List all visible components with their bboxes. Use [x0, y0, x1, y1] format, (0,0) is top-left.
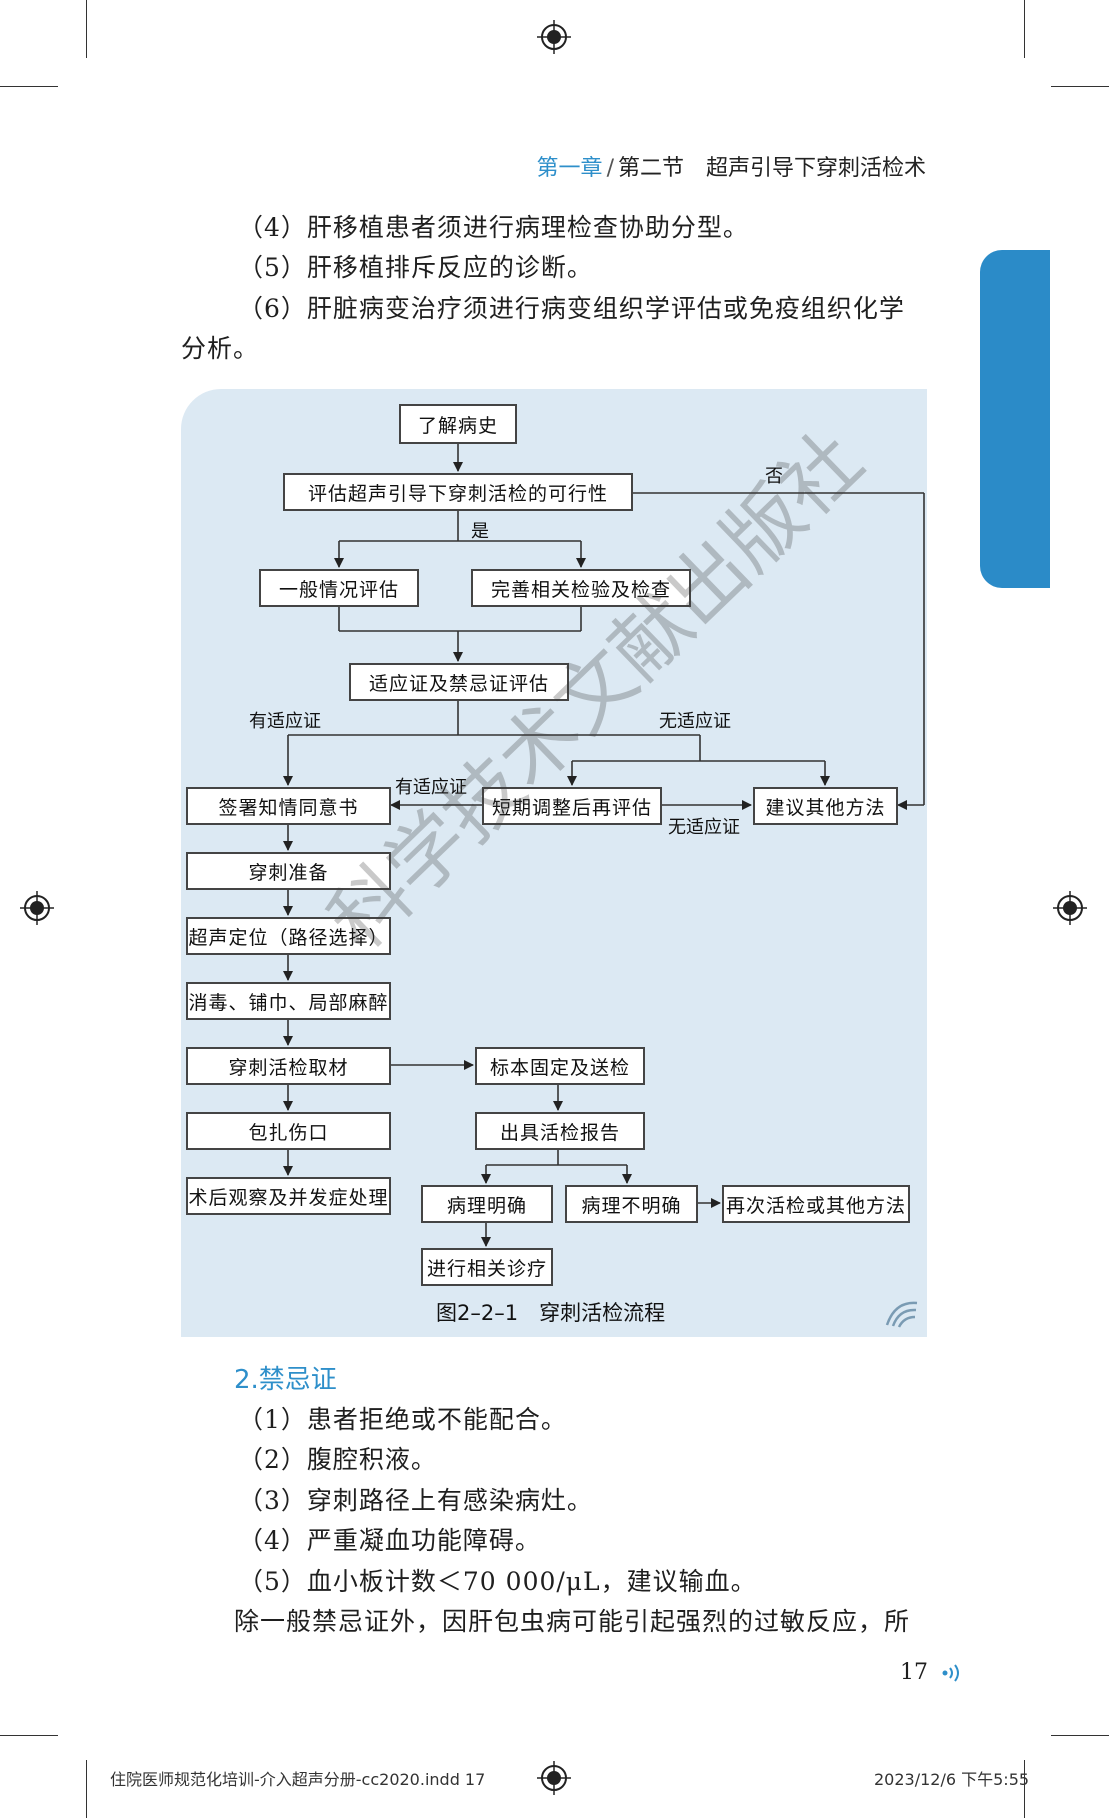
- section-label: 第二节 超声引导下穿刺活检术: [617, 156, 926, 181]
- crop-mark: [0, 1735, 58, 1736]
- flowchart-figure: 了解病史 评估超声引导下穿刺活检的可行性 一般情况评估 完善相关检验及检查 适应…: [181, 389, 927, 1337]
- flow-label-no: 否: [765, 466, 783, 487]
- paragraph-line: （1）患者拒绝或不能配合。: [238, 1405, 567, 1434]
- flow-box-clear: 病理明确: [421, 1185, 553, 1223]
- flow-box-unclear: 病理不明确: [565, 1185, 698, 1223]
- flow-box-locate: 超声定位（路径选择）: [186, 917, 391, 955]
- flow-box-consent: 签署知情同意书: [186, 787, 391, 825]
- crop-mark: [1051, 1735, 1109, 1736]
- footer-file-info: 住院医师规范化培训-介入超声分册-cc2020.indd 17: [110, 1770, 486, 1789]
- sound-wave-icon: [942, 1664, 959, 1682]
- crop-mark: [1024, 1760, 1025, 1818]
- flow-box-report: 出具活检报告: [475, 1112, 645, 1150]
- flow-box-prep: 穿刺准备: [186, 852, 391, 890]
- header-separator: /: [606, 156, 614, 181]
- paragraph-line: （4）严重凝血功能障碍。: [238, 1526, 541, 1555]
- paragraph-line: （5）血小板计数＜70 000/μL，建议输血。: [238, 1567, 757, 1596]
- paragraph-line: （3）穿刺路径上有感染病灶。: [238, 1486, 593, 1515]
- registration-mark-icon: [537, 20, 571, 54]
- page-number: 17: [900, 1660, 963, 1685]
- flow-box-reassess: 短期调整后再评估: [482, 787, 662, 825]
- flow-box-other: 建议其他方法: [753, 787, 898, 825]
- crop-mark: [86, 1760, 87, 1818]
- flow-box-indication: 适应证及禁忌证评估: [349, 663, 569, 701]
- flow-box-history: 了解病史: [399, 404, 517, 444]
- paragraph-line: 除一般禁忌证外，因肝包虫病可能引起强烈的过敏反应，所: [234, 1607, 911, 1636]
- figure-caption: 图2–2–1 穿刺活检流程: [436, 1301, 666, 1325]
- flow-box-general: 一般情况评估: [259, 569, 419, 607]
- flow-box-feasibility: 评估超声引导下穿刺活检的可行性: [283, 473, 633, 511]
- running-header: 第一章/第二节 超声引导下穿刺活检术: [537, 150, 926, 182]
- paragraph-line: （5）肝移植排斥反应的诊断。: [238, 253, 593, 282]
- chapter-label: 第一章: [536, 156, 603, 181]
- flow-box-rebiopsy: 再次活检或其他方法: [722, 1185, 910, 1223]
- flow-label-no-indication-2: 无适应证: [668, 817, 740, 838]
- flow-box-biopsy: 穿刺活检取材: [186, 1047, 391, 1085]
- registration-mark-icon: [537, 1761, 571, 1795]
- chapter-tab: [980, 250, 1050, 588]
- flow-box-treatment: 进行相关诊疗: [421, 1248, 553, 1286]
- publisher-logo-icon: [885, 1301, 918, 1328]
- paragraph-line: （4）肝移植患者须进行病理检查协助分型。: [238, 213, 749, 242]
- crop-mark: [86, 0, 87, 58]
- flow-label-has-indication-2: 有适应证: [395, 777, 467, 798]
- paragraph-line: 分析。: [181, 334, 260, 363]
- flowchart-connectors: [283, 444, 925, 1247]
- flow-label-has-indication: 有适应证: [249, 711, 321, 732]
- registration-mark-icon: [20, 891, 54, 925]
- crop-mark: [0, 86, 58, 87]
- flow-box-bandage: 包扎伤口: [186, 1112, 391, 1150]
- flow-box-anesthesia: 消毒、铺巾、局部麻醉: [186, 982, 391, 1020]
- flow-box-tests: 完善相关检验及检查: [471, 569, 691, 607]
- crop-mark: [1024, 0, 1025, 58]
- registration-mark-icon: [1053, 891, 1087, 925]
- flow-box-postop: 术后观察及并发症处理: [186, 1177, 391, 1215]
- section-heading: 2.禁忌证: [234, 1365, 337, 1395]
- page-number-value: 17: [900, 1660, 928, 1685]
- paragraph-line: （2）腹腔积液。: [238, 1445, 437, 1474]
- paragraph-line: （6）肝脏病变治疗须进行病变组织学评估或免疫组织化学: [238, 294, 905, 323]
- flow-label-no-indication: 无适应证: [659, 711, 731, 732]
- flow-box-fixation: 标本固定及送检: [475, 1047, 645, 1085]
- crop-mark: [1051, 86, 1109, 87]
- flow-label-yes: 是: [471, 521, 489, 542]
- footer-timestamp: 2023/12/6 下午5:55: [874, 1770, 1030, 1789]
